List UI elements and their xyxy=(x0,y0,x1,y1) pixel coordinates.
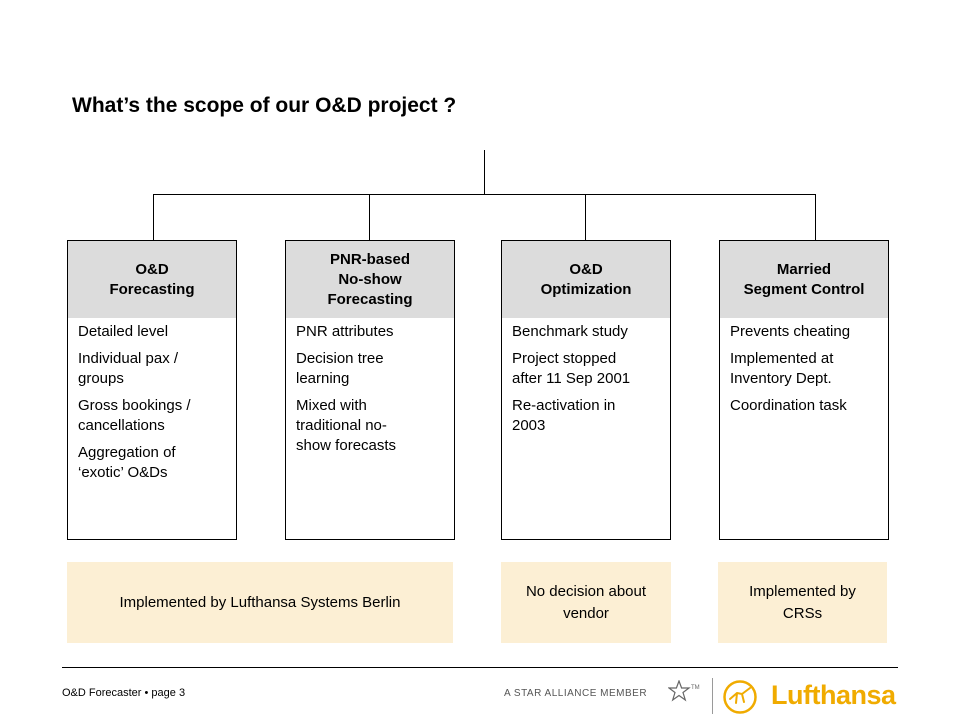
lufthansa-crane-icon xyxy=(723,680,757,714)
column-od-forecasting: O&D Forecasting Detailed level Individua… xyxy=(67,240,237,540)
column-body: Detailed level Individual pax / groups G… xyxy=(68,318,236,483)
column-body: Benchmark study Project stopped after 11… xyxy=(502,318,670,436)
bullet-item: Coordination task xyxy=(730,397,847,414)
bullet-item: Prevents cheating xyxy=(730,323,851,340)
column-married-segment-control: Married Segment Control Prevents cheatin… xyxy=(719,240,889,540)
bullet-item: Benchmark study xyxy=(512,323,628,340)
column-heading: O&D Forecasting xyxy=(68,241,236,318)
bullet-item: Implemented at Inventory Dept. xyxy=(730,350,834,387)
bullet-item: Decision tree learning xyxy=(296,350,384,387)
column-heading: O&D Optimization xyxy=(502,241,670,318)
column-od-optimization: O&D Optimization Benchmark study Project… xyxy=(501,240,671,540)
column-body: PNR attributes Decision tree learning Mi… xyxy=(286,318,454,456)
footer-divider xyxy=(62,667,898,668)
bullet-item: Re-activation in 2003 xyxy=(512,397,616,434)
bullet-item: Detailed level xyxy=(78,323,169,340)
logo-divider xyxy=(712,678,713,714)
svg-text:TM: TM xyxy=(691,685,700,691)
footer-page-label: O&D Forecaster • page 3 xyxy=(62,687,186,699)
bullet-item: Mixed with traditional no- show forecast… xyxy=(296,397,397,454)
note-no-decision-vendor: No decision about vendor xyxy=(501,562,671,643)
star-alliance-text: A STAR ALLIANCE MEMBER xyxy=(504,688,648,699)
column-body: Prevents cheating Implemented at Invento… xyxy=(720,318,888,416)
note-lufthansa-systems: Implemented by Lufthansa Systems Berlin xyxy=(67,562,453,643)
star-alliance-icon: TM xyxy=(668,680,700,702)
column-heading: Married Segment Control xyxy=(720,241,888,318)
column-heading: PNR-based No-show Forecasting xyxy=(286,241,454,318)
bullet-item: Aggregation of ‘exotic’ O&Ds xyxy=(78,444,176,481)
column-pnr-noshow-forecasting: PNR-based No-show Forecasting PNR attrib… xyxy=(285,240,455,540)
bullet-item: Gross bookings / cancellations xyxy=(78,397,191,434)
bullet-item: PNR attributes xyxy=(296,323,394,340)
slide-title: What’s the scope of our O&D project ? xyxy=(72,94,457,117)
lufthansa-logo-text: Lufthansa xyxy=(771,680,896,710)
bullet-item: Project stopped after 11 Sep 2001 xyxy=(512,350,631,387)
bullet-item: Individual pax / groups xyxy=(78,350,179,387)
note-implemented-by-crs: Implemented by CRSs xyxy=(718,562,887,643)
